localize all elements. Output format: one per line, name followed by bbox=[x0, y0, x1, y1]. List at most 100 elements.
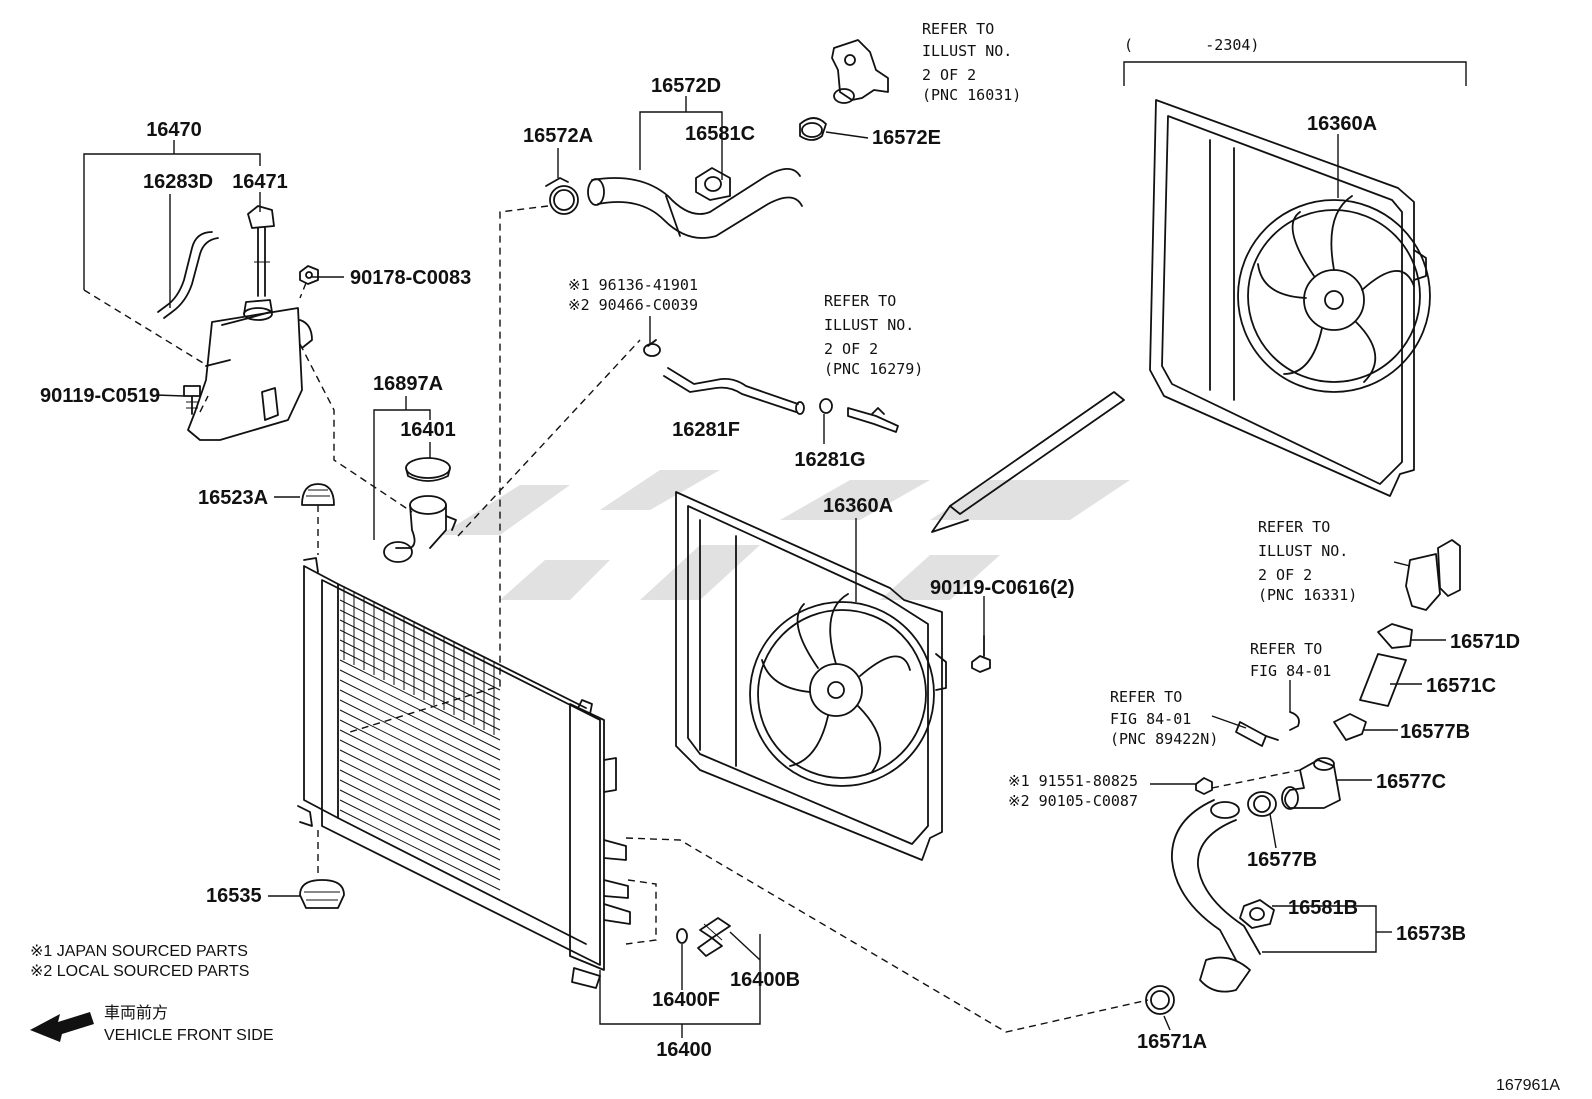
reservoir-hose-16283D bbox=[157, 231, 219, 319]
ref-16031-line1: REFER TO bbox=[922, 20, 994, 38]
radiator-fin-line bbox=[339, 739, 501, 821]
bolt-90178-C0083 bbox=[299, 265, 319, 285]
ref-16331-line4: (PNC 16331) bbox=[1258, 586, 1357, 604]
label-16360A-top: 16360A bbox=[1307, 113, 1377, 135]
radiator-fin-line bbox=[339, 639, 501, 721]
filler-neck-16897A bbox=[383, 495, 457, 563]
label-16360A-center: 16360A bbox=[823, 495, 893, 517]
assembly-lines bbox=[83, 205, 1301, 1033]
label-96136-41901: ※1 96136-41901 bbox=[568, 276, 698, 294]
reservoir-cap-16471 bbox=[247, 205, 275, 297]
label-16470: 16470 bbox=[146, 119, 202, 141]
ref-16279-line4: (PNC 16279) bbox=[824, 360, 923, 378]
label-16577C: 16577C bbox=[1376, 771, 1446, 793]
clamp-16581C bbox=[695, 167, 731, 201]
label-16400B: 16400B bbox=[730, 969, 800, 991]
clamp-16572E bbox=[799, 117, 827, 141]
bolt-91551-80825 bbox=[1195, 777, 1213, 795]
radiator-hose-16573B bbox=[1171, 799, 1261, 993]
radiator-fin-line bbox=[339, 779, 501, 861]
radiator-fin-line bbox=[339, 599, 501, 681]
radiator-fin-line bbox=[339, 719, 501, 801]
label-16281F: 16281F bbox=[672, 419, 740, 441]
label-90466-C0039: ※2 90466-C0039 bbox=[568, 296, 698, 314]
ref-16331-line3: 2 OF 2 bbox=[1258, 566, 1312, 584]
water-inlet-16331 bbox=[1393, 539, 1461, 611]
o-ring-16400F bbox=[676, 928, 688, 944]
legend-front-en: VEHICLE FRONT SIDE bbox=[104, 1027, 274, 1044]
cushion-16523A bbox=[301, 483, 335, 506]
label-16577B-upper: 16577B bbox=[1400, 721, 1470, 743]
label-16283D: 16283D bbox=[143, 171, 213, 193]
clamp-16572A bbox=[545, 177, 579, 215]
label-16281G: 16281G bbox=[794, 449, 865, 471]
fan-shroud-top-right bbox=[1149, 99, 1431, 497]
clamp-part-labels: ※1 96136-41901 ※2 90466-C0039 ※1 91551-8… bbox=[568, 276, 1138, 810]
ref-16279-line2: ILLUST NO. bbox=[824, 316, 914, 334]
label-90178-C0083: 90178-C0083 bbox=[350, 267, 471, 289]
label-16571D: 16571D bbox=[1450, 631, 1520, 653]
label-16577B-lower: 16577B bbox=[1247, 849, 1317, 871]
radiator-fin-line bbox=[339, 789, 501, 871]
radiator-fins bbox=[339, 586, 501, 891]
drain-cock-16400B bbox=[697, 917, 731, 957]
radiator-core bbox=[297, 557, 631, 989]
ref-16279-line3: 2 OF 2 bbox=[824, 340, 878, 358]
hose-16281F bbox=[663, 367, 805, 415]
range-bracket bbox=[1123, 61, 1467, 86]
label-16400: 16400 bbox=[656, 1039, 712, 1061]
leader-lines bbox=[83, 96, 1446, 1038]
label-16581C: 16581C bbox=[685, 123, 755, 145]
ref-fig-84-01-a-line2: FIG 84-01 bbox=[1250, 662, 1331, 680]
radiator-cap-16401 bbox=[405, 457, 451, 482]
radiator-fin-line bbox=[339, 689, 501, 771]
pipe-16279 bbox=[847, 407, 899, 433]
clamp-16571D bbox=[1377, 623, 1413, 649]
clamp-16281G bbox=[819, 398, 833, 414]
part-labels: 16470 16283D 16471 90178-C0083 90119-C05… bbox=[40, 75, 1520, 1061]
water-outlet-16031 bbox=[831, 39, 889, 104]
ref-16331-line1: REFER TO bbox=[1258, 518, 1330, 536]
legend-front-jp: 車両前方 bbox=[104, 1004, 168, 1022]
radiator-fin-line bbox=[339, 809, 501, 891]
fan-shroud-center bbox=[675, 491, 947, 861]
label-16572E: 16572E bbox=[872, 127, 941, 149]
radiator-fin-line bbox=[339, 699, 501, 781]
label-16572A: 16572A bbox=[523, 125, 593, 147]
label-16400F: 16400F bbox=[652, 989, 720, 1011]
radiator-fin-line bbox=[339, 679, 501, 761]
range-label: ( -2304) bbox=[1124, 36, 1259, 54]
label-16572D: 16572D bbox=[651, 75, 721, 97]
label-91551-80825: ※1 91551-80825 bbox=[1008, 772, 1138, 790]
radiator-fin-line bbox=[339, 759, 501, 841]
clip-84-01 bbox=[1289, 711, 1300, 731]
radiator-fin-line bbox=[339, 799, 501, 881]
radiator-fin-line bbox=[339, 629, 501, 711]
radiator-fin-line bbox=[339, 649, 501, 731]
bolt-90119-C0616 bbox=[971, 635, 991, 673]
legend-japan-parts: ※1 JAPAN SOURCED PARTS bbox=[30, 943, 248, 960]
bolt-90119-C0519 bbox=[183, 385, 201, 415]
ref-16331-line2: ILLUST NO. bbox=[1258, 542, 1348, 560]
sensor-89422N bbox=[1235, 721, 1279, 747]
hose-16571C bbox=[1359, 653, 1407, 707]
cushion-16535 bbox=[299, 879, 345, 909]
label-90105-C0087: ※2 90105-C0087 bbox=[1008, 792, 1138, 810]
label-16571A: 16571A bbox=[1137, 1031, 1207, 1053]
reference-notes: REFER TO ILLUST NO. 2 OF 2 (PNC 16031) R… bbox=[824, 20, 1357, 748]
label-16535: 16535 bbox=[206, 885, 262, 907]
radiator-hose-16572D bbox=[587, 168, 803, 239]
radiator-fin-line bbox=[339, 659, 501, 741]
ref-fig-84-01-b-line3: (PNC 89422N) bbox=[1110, 730, 1218, 748]
illustration-number: 167961A bbox=[1496, 1077, 1560, 1094]
label-16571C: 16571C bbox=[1426, 675, 1496, 697]
pipe-16577C bbox=[1281, 757, 1341, 810]
label-16573B: 16573B bbox=[1396, 923, 1466, 945]
label-16897A: 16897A bbox=[373, 373, 443, 395]
label-16471: 16471 bbox=[232, 171, 288, 193]
legend-local-parts: ※2 LOCAL SOURCED PARTS bbox=[30, 963, 249, 980]
label-90119-C0519: 90119-C0519 bbox=[40, 385, 160, 407]
ref-16031-line2: ILLUST NO. bbox=[922, 42, 1012, 60]
ref-16031-line4: (PNC 16031) bbox=[922, 86, 1021, 104]
vehicle-front-arrow bbox=[30, 1012, 94, 1042]
